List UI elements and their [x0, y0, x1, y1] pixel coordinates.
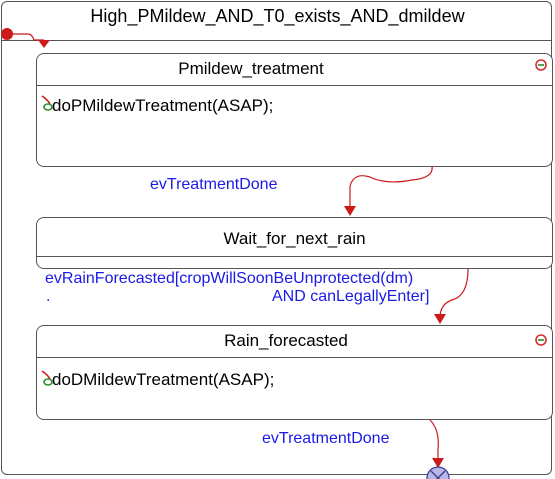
state-divider [36, 85, 553, 86]
state-title-pmildew-treatment: Pmildew_treatment [178, 59, 324, 78]
transition-arrow-treatment-done[interactable] [349, 165, 433, 210]
transition-label-treatment-done[interactable]: evTreatmentDone [150, 176, 278, 193]
transition-arrowhead [434, 314, 446, 324]
state-title-rain-forecasted: Rain_forecasted [224, 331, 348, 350]
transition-label-treatment-done-final[interactable]: evTreatmentDone [262, 430, 390, 447]
transition-arrowhead [432, 458, 444, 468]
transition-arrowhead [344, 206, 356, 216]
reaction-cycle-icon [535, 59, 547, 71]
state-divider [36, 256, 553, 257]
transition-arrow-final[interactable] [429, 419, 439, 462]
default-transition-arrowhead [38, 40, 50, 48]
state-divider [36, 357, 553, 358]
action-icon [41, 95, 53, 111]
transition-arrow-rain-forecasted[interactable] [439, 268, 469, 319]
state-rain-forecasted[interactable] [36, 325, 553, 420]
state-pmildew-treatment[interactable] [36, 53, 553, 167]
state-wait-for-next-rain[interactable] [36, 217, 553, 269]
composite-state-divider [1, 40, 552, 41]
action-icon [41, 370, 53, 386]
terminate-state-icon[interactable] [426, 466, 450, 479]
composite-state-title: High_PMildew_AND_T0_exists_AND_dmildew [90, 6, 465, 26]
reaction-cycle-icon [535, 334, 547, 346]
state-action-pmildew-treatment: doPMildewTreatment(ASAP); [52, 96, 274, 115]
default-transition-line[interactable] [13, 33, 44, 41]
initial-state-dot[interactable] [1, 28, 13, 40]
state-title-wait-for-next-rain: Wait_for_next_rain [223, 229, 366, 248]
transition-label-dot: . [46, 288, 51, 305]
state-action-rain-forecasted: doDMildewTreatment(ASAP); [52, 370, 275, 389]
transition-label-rain-forecasted[interactable]: evRainForecasted[cropWillSoonBeUnprotect… [45, 270, 414, 287]
transition-label-guard[interactable]: AND canLegallyEnter] [272, 288, 430, 305]
